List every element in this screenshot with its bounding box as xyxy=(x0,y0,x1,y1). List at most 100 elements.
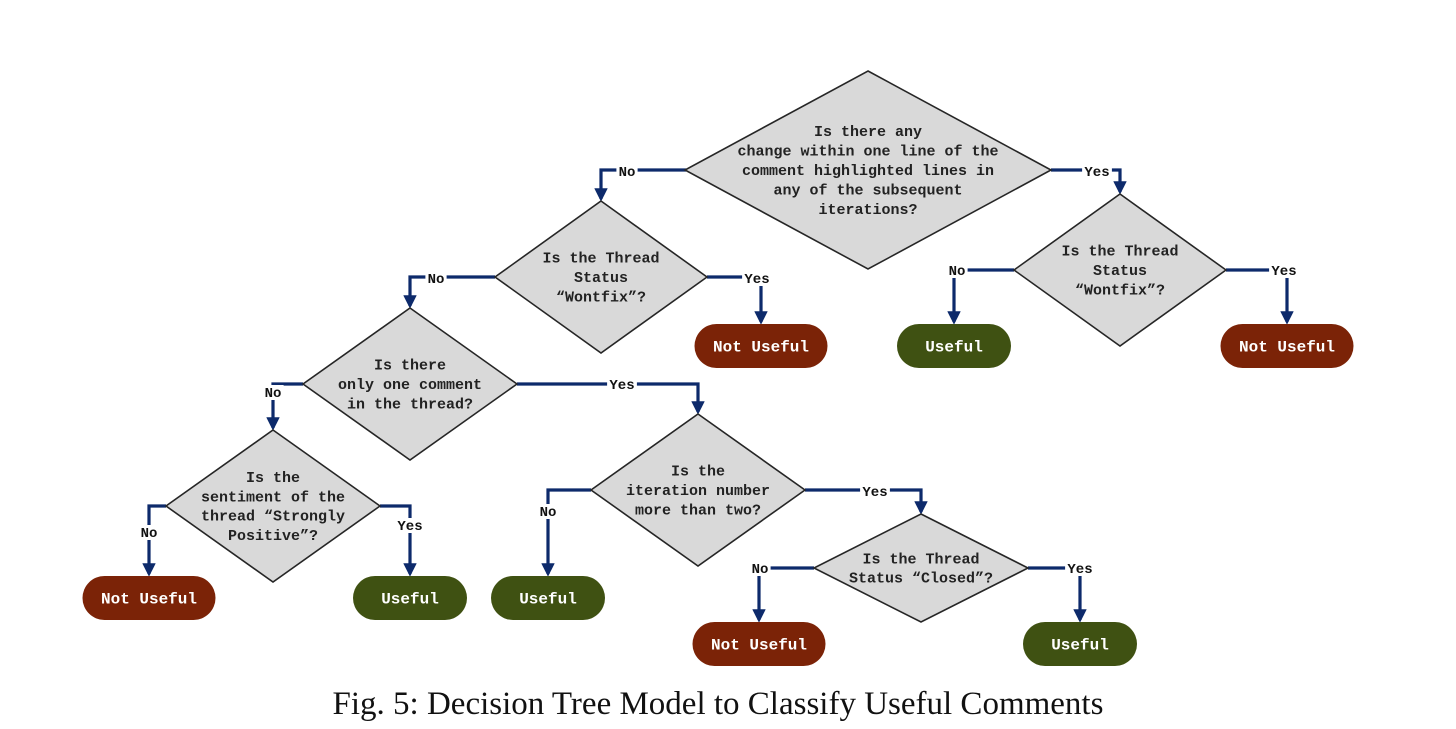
edge-label-bg xyxy=(607,377,637,392)
edge-d1-to-d2: No xyxy=(594,164,686,202)
edge-d7-to-l8: Yes xyxy=(1028,561,1095,623)
leaf-pill xyxy=(491,576,605,620)
leaf-node-not-useful: Not Useful xyxy=(82,576,216,620)
edge-label-bg xyxy=(537,504,559,519)
leaf-label: Not Useful xyxy=(711,637,807,655)
edge-d1-to-d3: Yes xyxy=(1051,164,1127,195)
edge-label: Yes xyxy=(397,519,422,535)
leaf-node-not-useful: Not Useful xyxy=(692,622,826,666)
edge-d7-to-l7: No xyxy=(749,561,814,623)
edge-arrow xyxy=(380,504,417,577)
edge-d6-to-l6: No xyxy=(537,488,591,577)
leaf-node-useful: Useful xyxy=(897,324,1011,368)
leaf-pill xyxy=(1023,622,1137,666)
decision-diamond xyxy=(683,70,1053,270)
edge-label-bg xyxy=(425,271,447,286)
leaf-pill xyxy=(897,324,1011,368)
leaf-node-not-useful: Not Useful xyxy=(1220,324,1354,368)
decision-node-d6: Is the iteration number more than two? xyxy=(589,413,807,567)
edge-label: No xyxy=(265,386,282,402)
edge-label: No xyxy=(540,505,557,521)
decision-text-line: comment highlighted lines in xyxy=(742,163,994,180)
decision-text-line: Is the Thread xyxy=(542,251,659,268)
edge-label-bg xyxy=(138,525,160,540)
edge-label: Yes xyxy=(609,378,634,394)
edge-arrow xyxy=(403,275,495,309)
edge-label: Yes xyxy=(1084,165,1109,181)
decision-text-line: only one comment xyxy=(338,377,482,394)
edge-arrow xyxy=(517,382,705,415)
edge-label-bg xyxy=(1269,263,1299,278)
decision-node-d4: Is there only one comment in the thread? xyxy=(301,307,519,461)
decision-text-line: thread “Strongly xyxy=(201,509,345,526)
edge-d3-to-l3: Yes xyxy=(1226,263,1299,325)
edge-d4-to-d5: No xyxy=(262,382,303,431)
decision-diamond xyxy=(164,429,382,583)
leaf-pill xyxy=(82,576,216,620)
edge-d4-to-d6: Yes xyxy=(517,377,705,415)
leaf-label: Not Useful xyxy=(713,339,809,357)
decision-text-line: Is the Thread xyxy=(862,551,979,568)
decision-diamond xyxy=(812,513,1030,623)
leaf-pill xyxy=(692,622,826,666)
decision-text-line: Status “Closed”? xyxy=(849,571,993,588)
decision-text-line: Is the xyxy=(246,470,300,487)
edge-label-bg xyxy=(946,263,968,278)
edge-label-bg xyxy=(1082,164,1112,179)
decision-diamond xyxy=(301,307,519,461)
decision-text-line: iteration number xyxy=(626,483,770,500)
leaf-node-useful: Useful xyxy=(491,576,605,620)
edge-label: No xyxy=(141,526,158,542)
decision-text-line: Status xyxy=(574,270,628,287)
edge-label-bg xyxy=(860,484,890,499)
edge-label: Yes xyxy=(744,272,769,288)
edge-label-bg xyxy=(616,164,638,179)
edge-arrow xyxy=(1051,168,1127,195)
edge-arrow xyxy=(541,488,591,577)
edge-label: No xyxy=(619,165,636,181)
decision-text-line: more than two? xyxy=(635,502,761,519)
edge-d6-to-d7: Yes xyxy=(805,484,928,515)
decision-node-d5: Is the sentiment of the thread “StronglyPo… xyxy=(164,429,382,583)
leaf-label: Useful xyxy=(1051,637,1109,655)
decision-text-line: Is there any xyxy=(814,124,922,141)
edge-label: Yes xyxy=(862,485,887,501)
edge-arrow xyxy=(594,168,686,202)
leaf-label: Useful xyxy=(381,591,439,609)
decision-text-line: Positive”? xyxy=(228,528,318,545)
decision-text-line: in the thread? xyxy=(347,396,473,413)
edge-arrow xyxy=(266,382,303,431)
decision-text-line: any of the subsequent xyxy=(773,182,962,199)
edge-label: Yes xyxy=(1067,562,1092,578)
decision-text-line: Is the xyxy=(671,464,725,481)
edge-arrow xyxy=(142,504,166,577)
leaf-pill xyxy=(694,324,828,368)
decision-text-line: Is there xyxy=(374,358,446,375)
leaf-pill xyxy=(1220,324,1354,368)
edge-label: Yes xyxy=(1271,264,1296,280)
edge-label-bg xyxy=(742,271,772,286)
edge-arrow xyxy=(805,488,928,515)
leaf-node-useful: Useful xyxy=(353,576,467,620)
decision-text-line: sentiment of the xyxy=(201,489,345,506)
edge-d2-to-l1: Yes xyxy=(707,271,772,325)
edge-label-bg xyxy=(749,561,771,576)
edge-label-bg xyxy=(395,518,425,533)
decision-diamond xyxy=(1012,193,1228,347)
edge-d5-to-l4: No xyxy=(138,504,166,577)
leaf-label: Not Useful xyxy=(1239,339,1335,357)
leaf-node-useful: Useful xyxy=(1023,622,1137,666)
decision-text-line: “Wontfix”? xyxy=(1075,282,1165,299)
edge-label: No xyxy=(752,562,769,578)
edge-label-bg xyxy=(1065,561,1095,576)
decision-diamond xyxy=(493,200,709,354)
edge-d3-to-l2: No xyxy=(946,263,1014,325)
